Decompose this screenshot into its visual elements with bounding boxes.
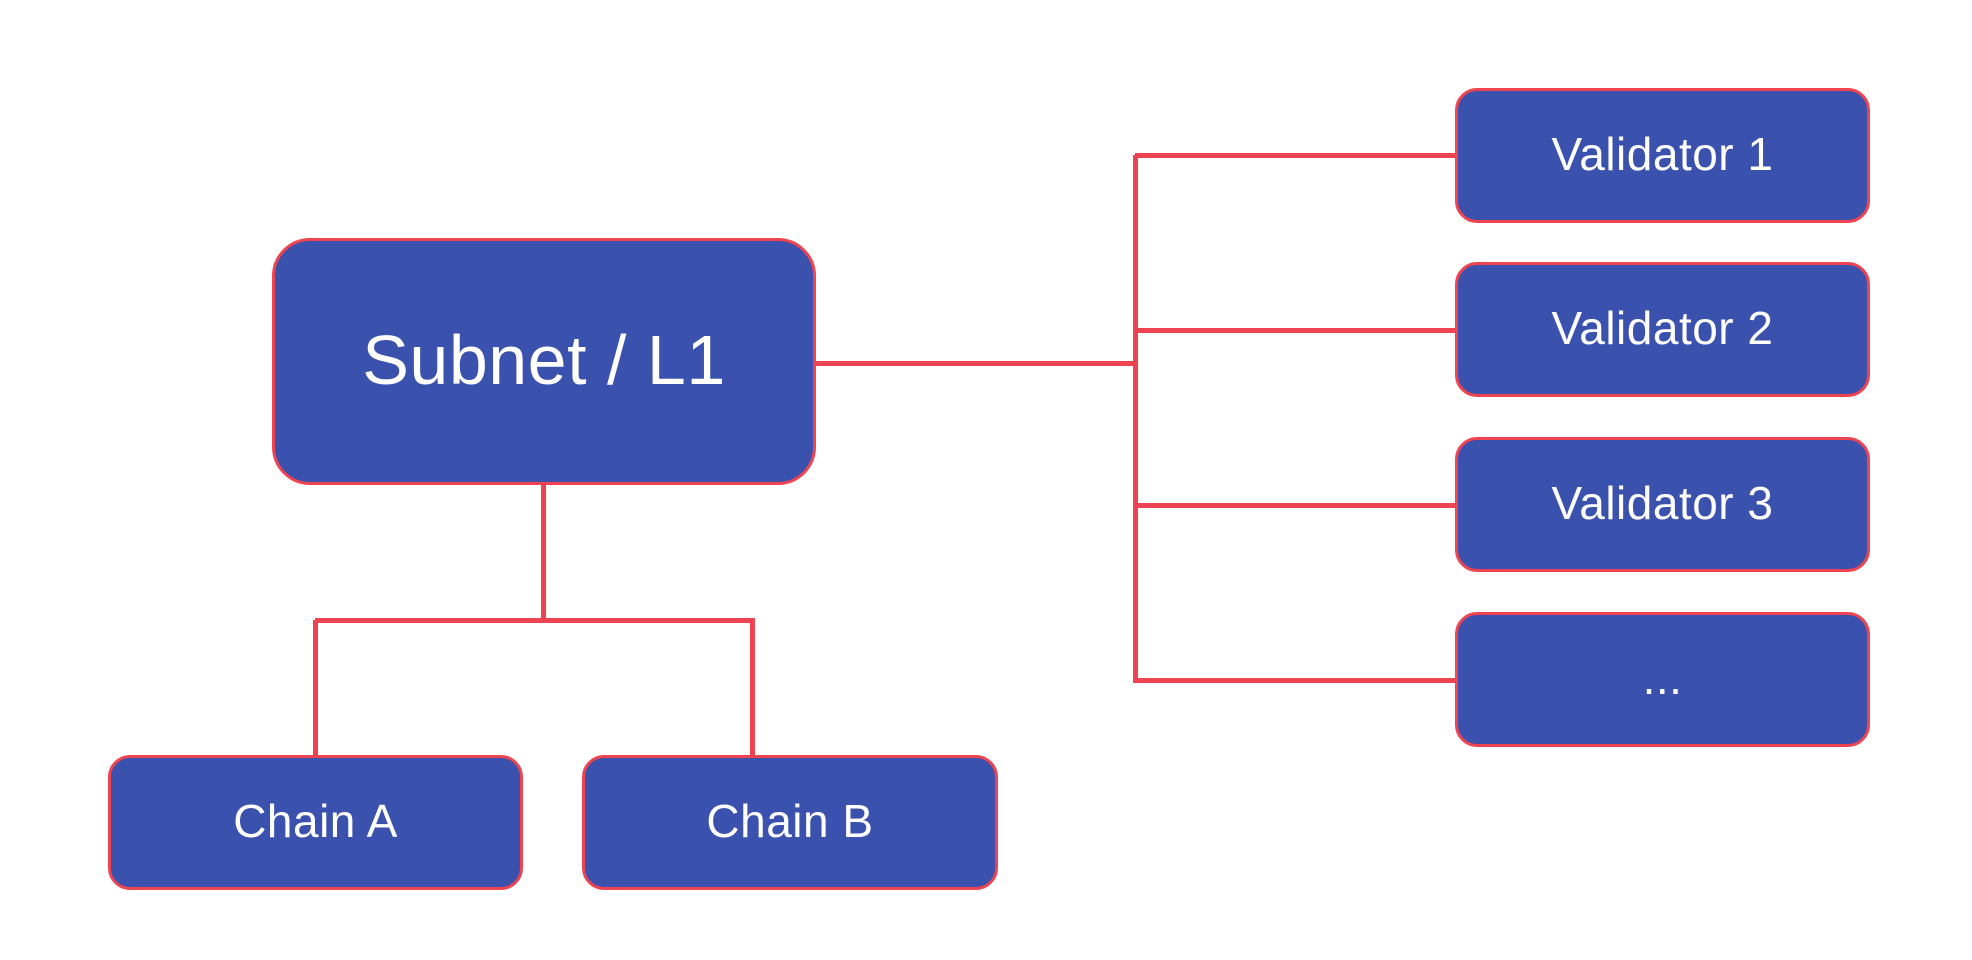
node-chain-b: Chain B bbox=[582, 755, 998, 890]
node-label-validator-3: Validator 3 bbox=[1551, 476, 1774, 529]
connector-subnet-drop bbox=[540, 485, 546, 623]
node-label-subnet-l1: Subnet / L1 bbox=[362, 320, 726, 399]
connector-branch-validator-3 bbox=[1135, 502, 1458, 508]
connector-chain-b-drop bbox=[749, 620, 755, 758]
node-validator-1: Validator 1 bbox=[1455, 88, 1870, 223]
connector-chain-tee bbox=[315, 617, 755, 623]
connector-subnet-to-trunk bbox=[816, 360, 1138, 366]
node-label-chain-b: Chain B bbox=[706, 794, 874, 847]
node-label-validator-more: ... bbox=[1642, 651, 1683, 704]
node-label-validator-2: Validator 2 bbox=[1551, 301, 1774, 354]
node-validator-more: ... bbox=[1455, 612, 1870, 747]
connector-validator-trunk bbox=[1132, 155, 1138, 683]
node-validator-2: Validator 2 bbox=[1455, 262, 1870, 397]
node-subnet-l1: Subnet / L1 bbox=[272, 238, 816, 485]
node-label-chain-a: Chain A bbox=[233, 794, 398, 847]
node-label-validator-1: Validator 1 bbox=[1551, 127, 1774, 180]
connector-branch-validator-more bbox=[1135, 677, 1458, 683]
node-validator-3: Validator 3 bbox=[1455, 437, 1870, 572]
connector-branch-validator-2 bbox=[1135, 327, 1458, 333]
connector-branch-validator-1 bbox=[1135, 152, 1458, 158]
connector-chain-a-drop bbox=[312, 620, 318, 758]
node-chain-a: Chain A bbox=[108, 755, 523, 890]
